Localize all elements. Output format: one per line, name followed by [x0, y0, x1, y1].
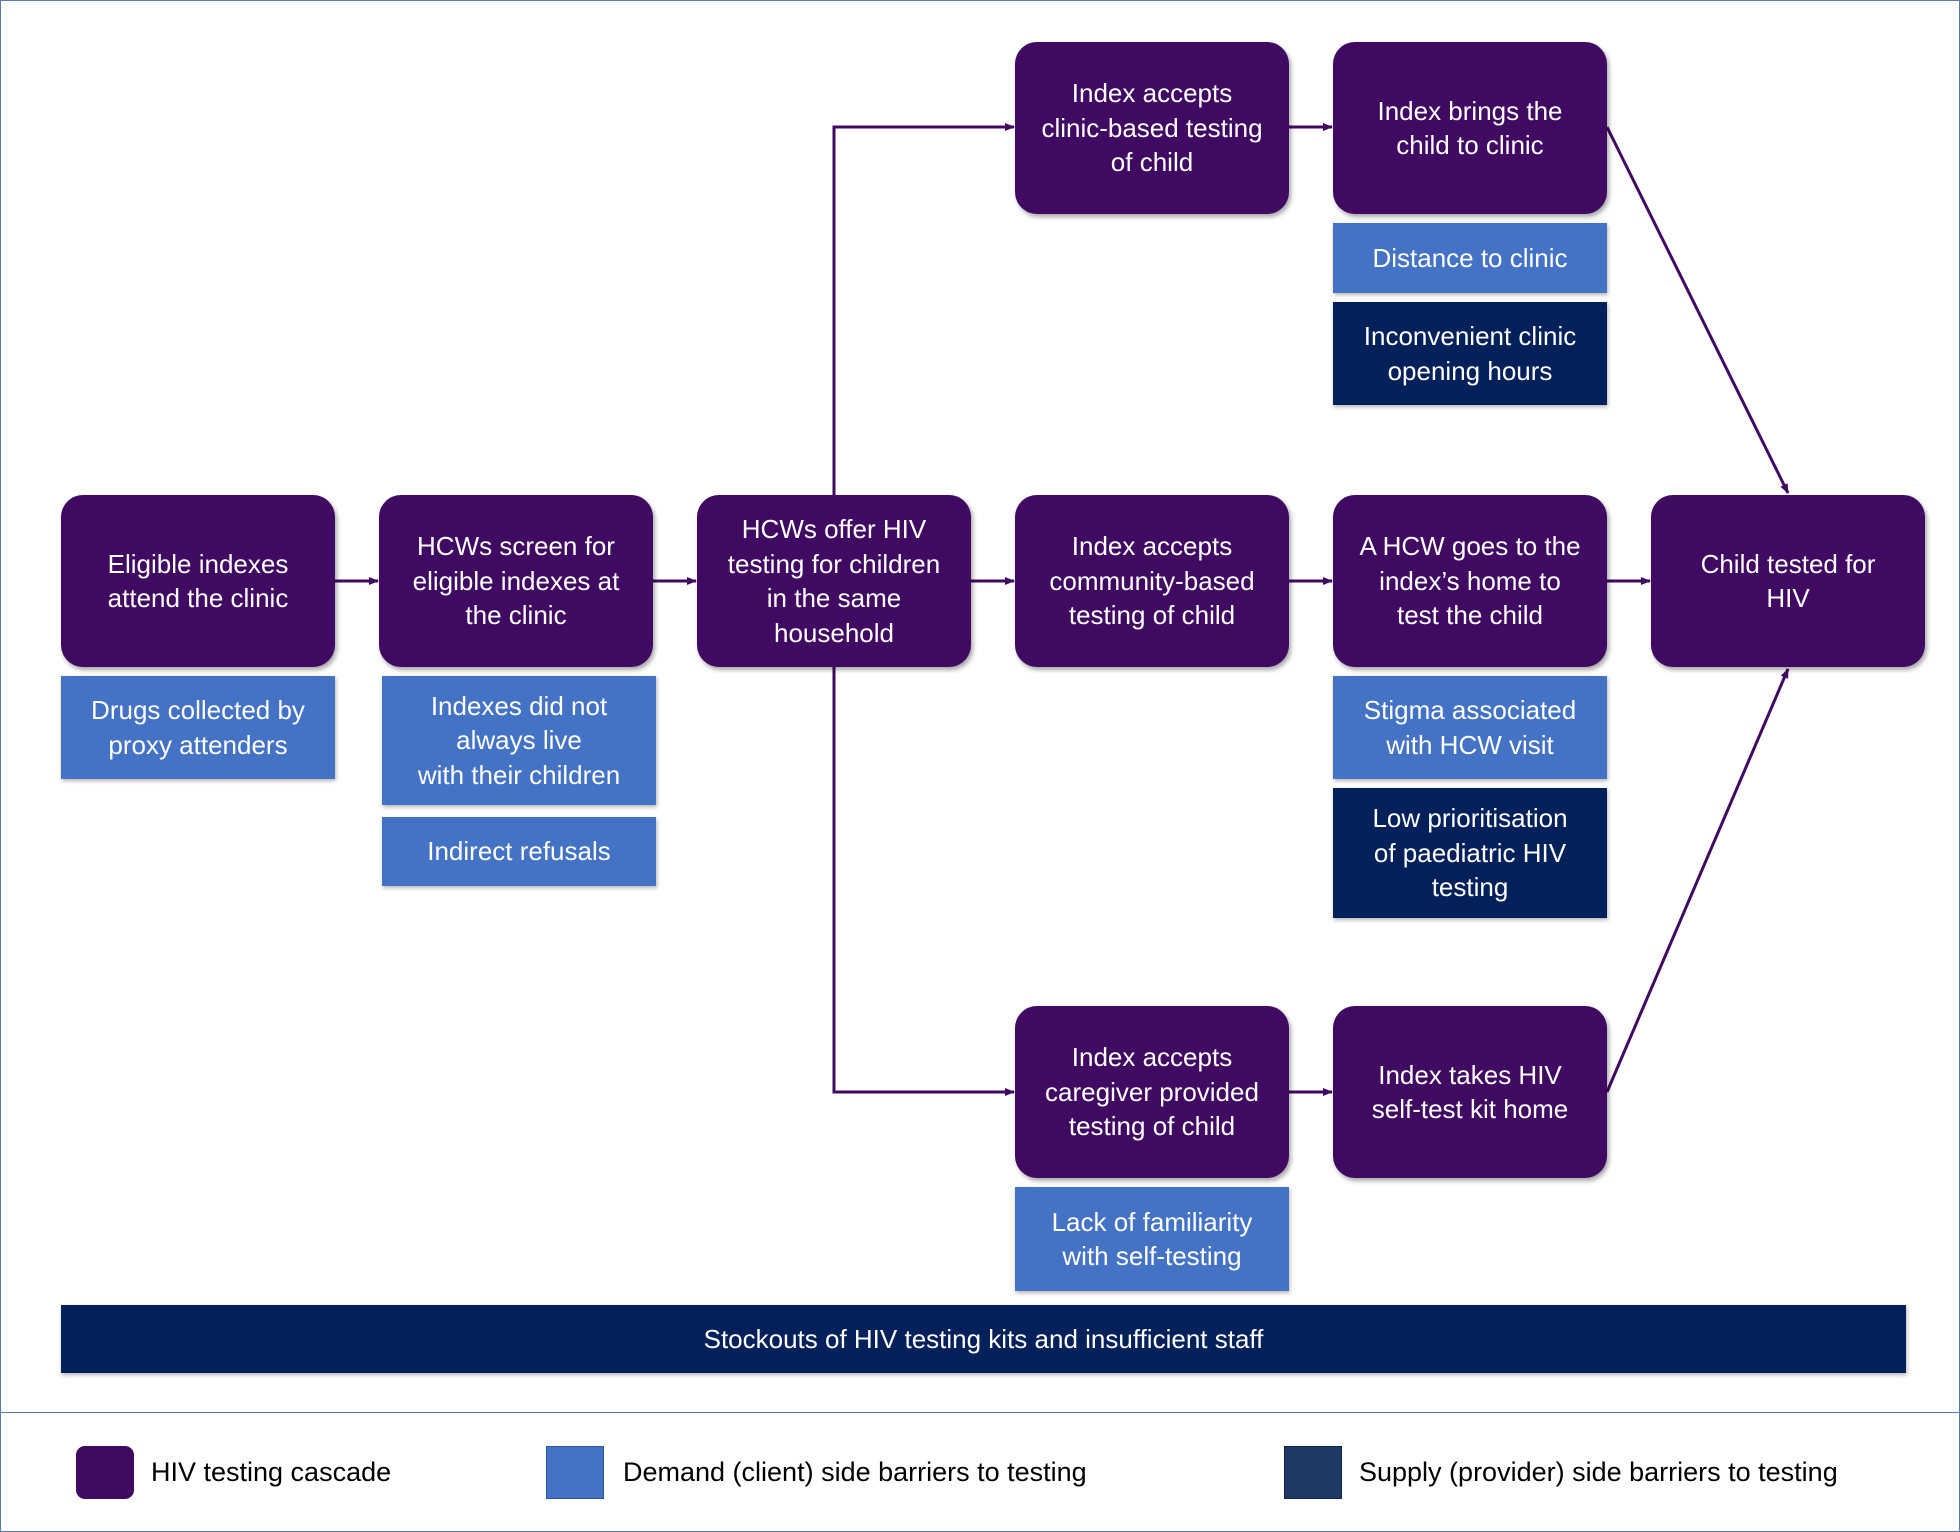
cascade-hcw-goes-home: A HCW goes to the index’s home to test t…: [1333, 495, 1607, 667]
supply-inconvenient-hours: Inconvenient clinic opening hours: [1333, 302, 1607, 405]
legend-cascade-swatch: [76, 1446, 134, 1499]
demand-not-live-with-children: Indexes did not always live with their c…: [382, 676, 656, 805]
cascade-accepts-caregiver: Index accepts caregiver provided testing…: [1015, 1006, 1289, 1178]
demand-lack-familiarity: Lack of familiarity with self-testing: [1015, 1187, 1289, 1291]
legend-demand-swatch: [546, 1446, 604, 1499]
cascade-hcws-screen: HCWs screen for eligible indexes at the …: [379, 495, 653, 667]
legend-supply-label: Supply (provider) side barriers to testi…: [1359, 1457, 1838, 1487]
supply-low-prioritisation: Low prioritisation of paediatric HIV tes…: [1333, 788, 1607, 918]
supply-stockouts: Stockouts of HIV testing kits and insuff…: [61, 1305, 1906, 1373]
cascade-takes-selftest: Index takes HIV self-test kit home: [1333, 1006, 1607, 1178]
cascade-hcws-offer: HCWs offer HIV testing for children in t…: [697, 495, 971, 667]
legend-supply-swatch: [1284, 1446, 1342, 1499]
demand-indirect-refusals: Indirect refusals: [382, 817, 656, 886]
legend-cascade-label: HIV testing cascade: [151, 1457, 392, 1487]
arrow-selftest-to-tested: [1605, 668, 1790, 1093]
cascade-brings-child: Index brings the child to clinic: [1333, 42, 1607, 214]
legend-demand-label: Demand (client) side barriers to testing: [623, 1457, 1087, 1487]
legend-divider: [1, 1412, 1959, 1413]
cascade-child-tested: Child tested for HIV: [1651, 495, 1925, 667]
arrow-offer-to-clinic: [832, 123, 1015, 495]
demand-drugs-proxy: Drugs collected by proxy attenders: [61, 676, 335, 779]
cascade-accepts-clinic: Index accepts clinic-based testing of ch…: [1015, 42, 1289, 214]
arrow-brings-to-tested: [1605, 126, 1790, 494]
demand-distance-to-clinic: Distance to clinic: [1333, 223, 1607, 293]
cascade-eligible-attend: Eligible indexes attend the clinic: [61, 495, 335, 667]
demand-stigma-hcw-visit: Stigma associated with HCW visit: [1333, 676, 1607, 779]
cascade-accepts-community: Index accepts community-based testing of…: [1015, 495, 1289, 667]
arrow-offer-to-caregiver: [832, 667, 1015, 1096]
